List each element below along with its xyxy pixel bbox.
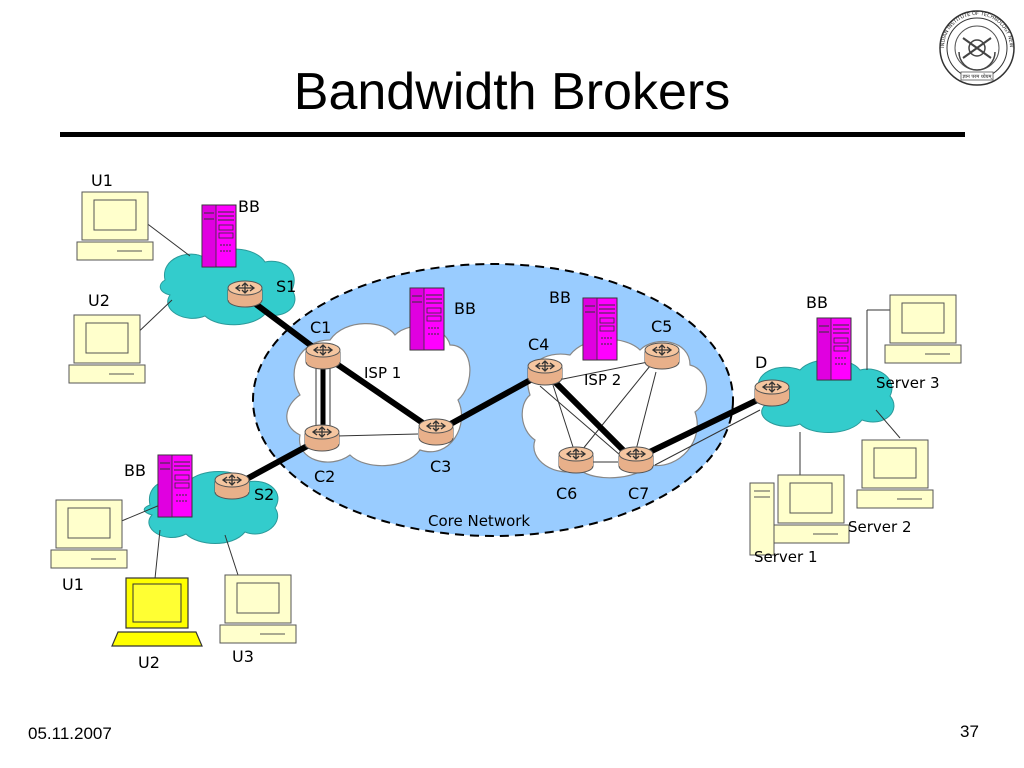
bb-server-dest	[816, 317, 852, 381]
host-server1-tower	[749, 482, 775, 556]
host-u3-bottom	[219, 574, 297, 644]
host-u1-top	[76, 191, 154, 261]
label-c7: C7	[628, 484, 649, 503]
router-c6	[558, 446, 594, 474]
host-u2-top	[68, 314, 146, 384]
host-server3	[884, 294, 962, 364]
router-c1	[305, 342, 341, 370]
page-number: 37	[960, 722, 979, 741]
title-underline	[60, 132, 965, 137]
router-c3	[418, 418, 454, 446]
label-isp1: ISP 1	[364, 364, 401, 382]
host-server2	[856, 439, 934, 509]
institute-logo: INDIAN INSTITUTE OF TECHNOLOGY NEW DELHI…	[939, 10, 1015, 86]
label-bb-s2: BB	[124, 461, 146, 480]
label-u2-top: U2	[88, 291, 110, 310]
router-s2	[214, 472, 250, 500]
label-server1: Server 1	[754, 548, 818, 566]
label-s1: S1	[276, 277, 296, 296]
router-c7	[618, 446, 654, 474]
bb-server-isp1	[409, 287, 445, 351]
label-bb-isp1: BB	[454, 299, 476, 318]
router-c5	[644, 342, 680, 370]
svg-text:ज्ञान परम ध्येयम्: ज्ञान परम ध्येयम्	[963, 73, 993, 80]
label-bb-s1: BB	[238, 197, 260, 216]
host-u2-laptop	[111, 577, 203, 647]
router-c2	[304, 424, 340, 452]
label-server3: Server 3	[876, 374, 940, 392]
router-d	[754, 379, 790, 407]
label-bb-isp2: BB	[549, 288, 571, 307]
router-s1	[227, 280, 263, 308]
label-bb-dest: BB	[806, 293, 828, 312]
host-server1	[772, 474, 850, 544]
label-s2: S2	[254, 485, 274, 504]
label-isp2: ISP 2	[584, 371, 621, 389]
label-u1-top: U1	[91, 171, 113, 190]
bb-server-s1	[201, 204, 237, 268]
label-c2: C2	[314, 467, 335, 486]
dest-access-cloud	[754, 359, 895, 434]
slide-title: Bandwidth Brokers	[293, 63, 731, 121]
label-u3-bottom: U3	[232, 647, 254, 666]
label-core-network: Core Network	[428, 512, 530, 530]
label-c3: C3	[430, 457, 451, 476]
label-d: D	[755, 353, 767, 372]
label-c5: C5	[651, 317, 672, 336]
router-c4	[527, 358, 563, 386]
bb-server-isp2	[582, 297, 618, 361]
host-u1-bottom	[50, 499, 128, 569]
label-c4: C4	[528, 335, 549, 354]
footer-date: 05.11.2007	[28, 724, 112, 743]
label-u1-bottom: U1	[62, 575, 84, 594]
label-c6: C6	[556, 484, 577, 503]
label-c1: C1	[310, 318, 331, 337]
label-u2-bottom: U2	[138, 653, 160, 672]
bb-server-s2	[157, 454, 193, 518]
label-server2: Server 2	[848, 518, 912, 536]
